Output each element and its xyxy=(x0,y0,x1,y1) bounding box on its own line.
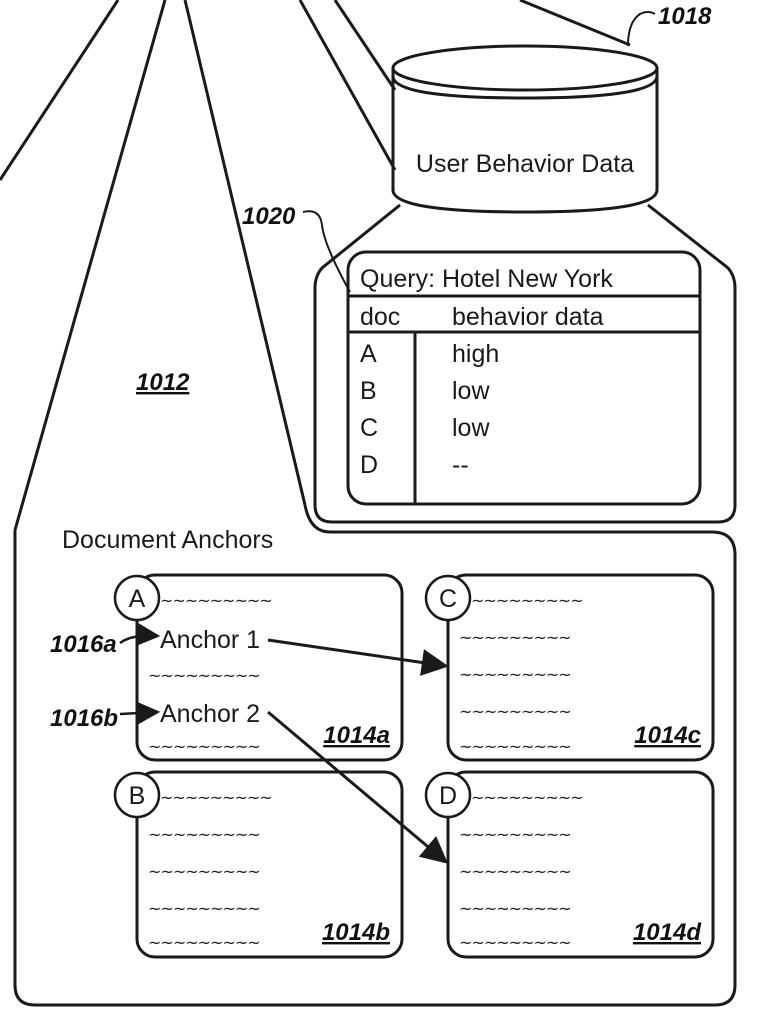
squiggle-line: ~~~~~~~~~ xyxy=(459,933,571,952)
ref-1016b-arrow xyxy=(119,701,161,725)
doc-box-c: C ~~~~~~~~~ ~~~~~~~~~ ~~~~~~~~~ ~~~~~~~~… xyxy=(424,573,715,762)
behavior-table: Query: Hotel New York doc behavior data … xyxy=(346,250,702,506)
doc-box-d: D ~~~~~~~~~ ~~~~~~~~~ ~~~~~~~~~ ~~~~~~~~… xyxy=(424,770,715,959)
squiggle-line: ~~~~~~~~~ xyxy=(148,862,260,881)
squiggle-line: ~~~~~~~~~ xyxy=(471,788,583,807)
table-row-doc: B xyxy=(360,377,377,405)
anchor-2-label: Anchor 2 xyxy=(160,700,260,728)
document-anchors-title: Document Anchors xyxy=(62,526,273,554)
doc-letter: B xyxy=(129,782,146,810)
doc-letter: C xyxy=(439,585,457,613)
ref-1020: 1020 xyxy=(242,203,296,230)
ref-1016a-arrow xyxy=(119,623,161,646)
table-col-doc: doc xyxy=(360,303,400,331)
doc-box-b: B ~~~~~~~~~ ~~~~~~~~~ ~~~~~~~~~ ~~~~~~~~… xyxy=(113,770,404,959)
squiggle-line: ~~~~~~~~~ xyxy=(459,825,571,844)
table-row-behavior: high xyxy=(452,340,499,368)
squiggle-line: ~~~~~~~~~ xyxy=(459,628,571,647)
database-label: User Behavior Data xyxy=(416,150,634,178)
squiggle-line: ~~~~~~~~~ xyxy=(471,591,583,610)
table-row-behavior: -- xyxy=(452,451,469,479)
squiggle-line: ~~~~~~~~~ xyxy=(160,788,272,807)
anchor-2-arrow xyxy=(267,710,449,864)
table-row-doc: C xyxy=(360,414,378,442)
squiggle-line: ~~~~~~~~~ xyxy=(148,666,260,685)
ref-1016a: 1016a xyxy=(50,631,117,658)
squiggle-line: ~~~~~~~~~ xyxy=(148,825,260,844)
ref-1020-leader xyxy=(302,210,351,293)
ref-1016b: 1016b xyxy=(50,705,118,732)
callout-bubble xyxy=(313,203,737,524)
table-row-behavior: low xyxy=(452,414,490,442)
table-query: Query: Hotel New York xyxy=(360,265,613,293)
squiggle-line: ~~~~~~~~~ xyxy=(459,665,571,684)
anchor-1-label: Anchor 1 xyxy=(160,626,260,654)
ref-1014c: 1014c xyxy=(634,722,701,749)
doc-letter: A xyxy=(129,585,146,613)
ref-1012: 1012 xyxy=(136,369,190,396)
squiggle-line: ~~~~~~~~~ xyxy=(160,591,272,610)
ref-1014d: 1014d xyxy=(633,919,702,946)
squiggle-line: ~~~~~~~~~ xyxy=(148,737,260,756)
ref-1014b: 1014b xyxy=(322,919,390,946)
table-row-behavior: low xyxy=(452,377,490,405)
doc-box-a: A ~~~~~~~~~ ~~~~~~~~~ ~~~~~~~~~ Anchor 1… xyxy=(113,573,404,762)
anchor-1-arrow xyxy=(267,638,449,676)
squiggle-line: ~~~~~~~~~ xyxy=(459,737,571,756)
table-col-behavior: behavior data xyxy=(452,303,604,331)
squiggle-line: ~~~~~~~~~ xyxy=(148,899,260,918)
ref-1018-leader xyxy=(627,11,656,47)
squiggle-line: ~~~~~~~~~ xyxy=(459,899,571,918)
converging-lines xyxy=(0,0,631,531)
region-1012-outline xyxy=(13,504,737,1007)
squiggle-line: ~~~~~~~~~ xyxy=(459,862,571,881)
doc-letter: D xyxy=(439,782,457,810)
squiggle-line: ~~~~~~~~~ xyxy=(459,702,571,721)
table-row-doc: A xyxy=(360,340,377,368)
ref-1014a: 1014a xyxy=(323,722,390,749)
table-row-doc: D xyxy=(360,451,378,479)
ref-1018: 1018 xyxy=(658,3,712,30)
user-behavior-database: User Behavior Data xyxy=(391,44,659,214)
squiggle-line: ~~~~~~~~~ xyxy=(148,933,260,952)
